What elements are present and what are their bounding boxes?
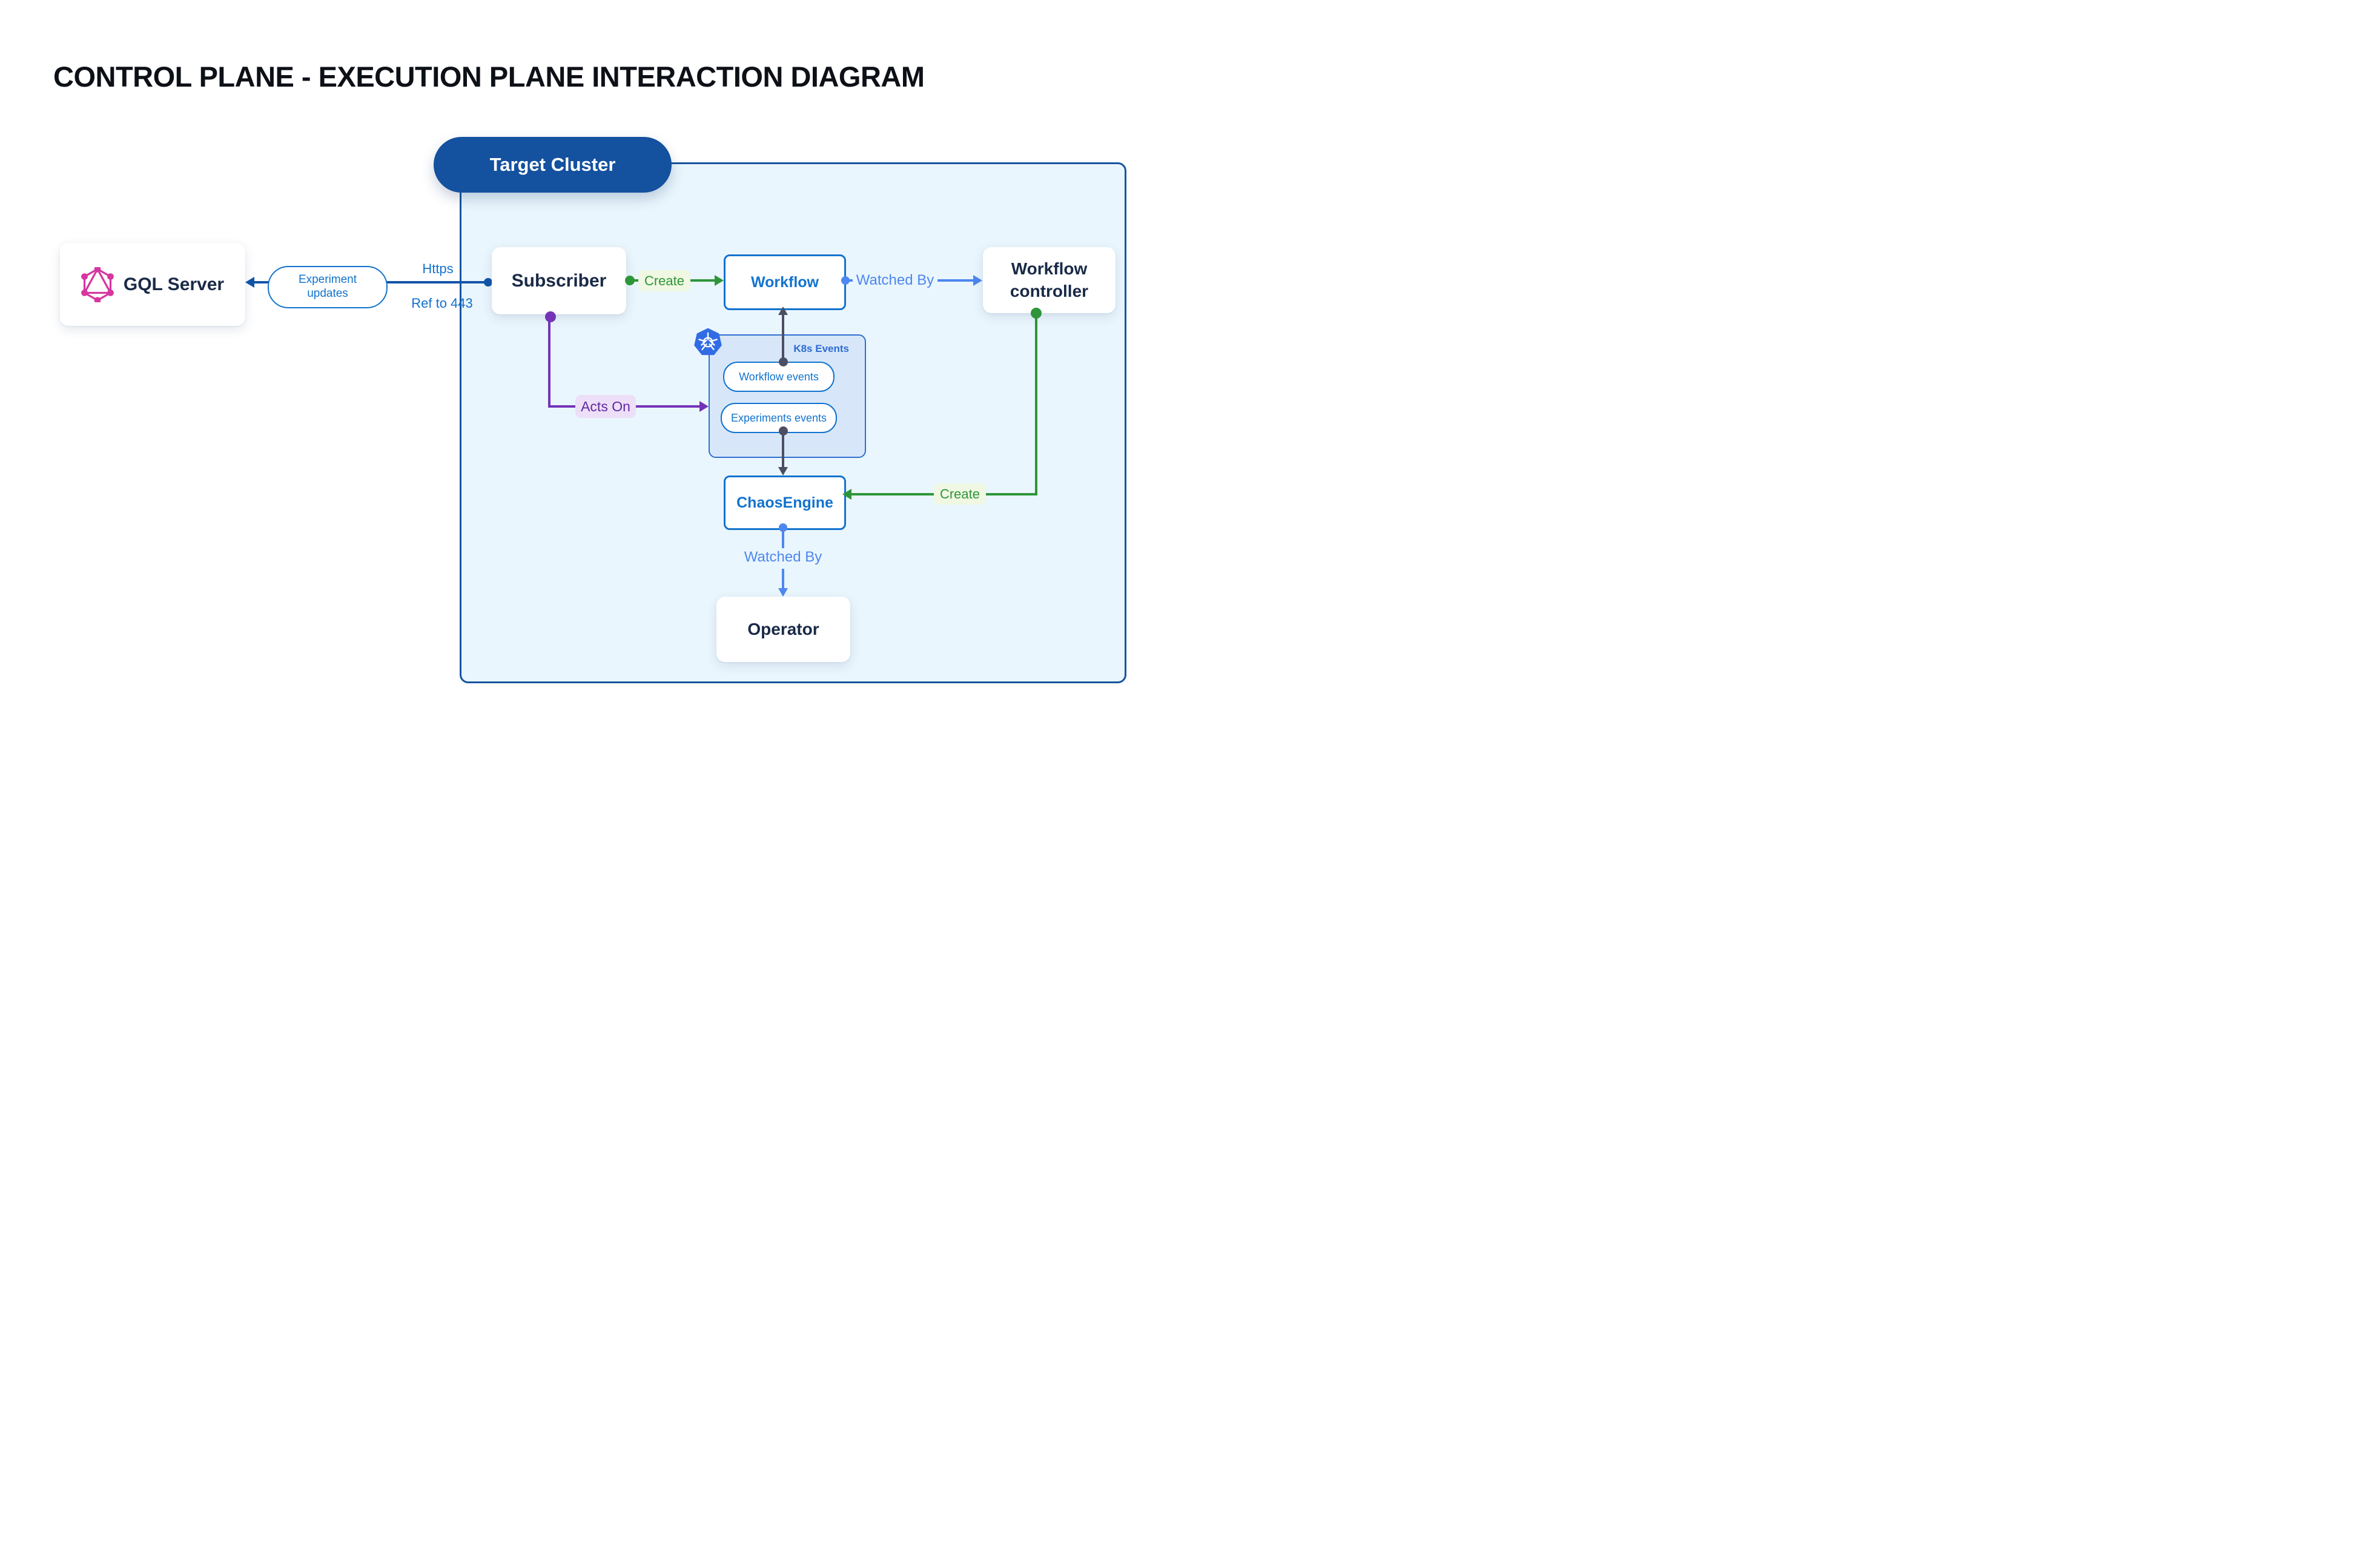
create-chaosengine-text: Create [939,486,980,502]
workflow-events-pill: Workflow events [723,362,835,392]
https-label: Https [422,261,454,276]
edge-experiments-chaos-line [782,431,784,467]
target-cluster-label: Target Cluster [434,137,672,193]
arrowhead-to-chaosengine-right [842,489,851,500]
edge-watched-by-operator-line2 [782,569,784,588]
diagram-canvas: CONTROL PLANE - EXECUTION PLANE INTERACT… [0,0,1190,772]
arrowhead-to-workflow-controller [973,275,982,286]
operator-label: Operator [747,620,819,638]
edge-workflow-events-line [782,314,784,362]
graphql-icon [81,267,114,302]
subscriber-label: Subscriber [511,270,607,291]
arrowhead-to-operator [778,588,788,597]
arrowhead-to-workflow-bottom [778,306,788,315]
edge-dot-workflow-events [779,357,788,366]
edge-start-dot-create-chaosengine [1031,308,1042,319]
kubernetes-icon [694,328,722,356]
gql-server-label: GQL Server [123,274,225,294]
workflow-events-label: Workflow events [739,370,819,383]
edge-watched-by-operator-line1 [782,528,784,548]
gql-server-node: GQL Server [60,243,245,326]
edge-start-dot-acts-on [545,311,556,322]
edge-acts-on-vline [548,317,550,406]
watched-by-workflow-label: Watched By [853,272,937,289]
arrowhead-to-gql-server [245,277,254,288]
k8s-events-group: K8s Events [709,334,866,458]
workflow-node: Workflow [724,254,846,310]
edge-start-dot-watched-by-operator [779,523,787,532]
chaos-engine-label: ChaosEngine [736,494,833,511]
create-chaosengine-label: Create [934,483,986,505]
edge-create-chaosengine-vline [1035,313,1037,495]
diagram-title: CONTROL PLANE - EXECUTION PLANE INTERACT… [53,61,925,93]
create-workflow-label: Create [638,270,690,291]
experiment-updates-text: Experiment updates [298,273,357,300]
experiment-updates-label: Experiment updates [268,266,388,308]
watched-by-operator-label: Watched By [733,549,833,566]
acts-on-text: Acts On [581,398,630,414]
edge-endpoint-dot-subscriber [484,278,492,287]
edge-start-dot-watched-by-workflow [841,276,850,285]
target-cluster-text: Target Cluster [489,154,616,175]
k8s-events-title: K8s Events [793,343,849,354]
operator-node: Operator [716,597,850,662]
workflow-controller-node: Workflow controller [983,247,1116,313]
workflow-label: Workflow [750,273,819,291]
create-workflow-text: Create [644,273,685,288]
edge-dot-experiments-events [779,426,788,436]
arrowhead-to-workflow [715,275,724,286]
subscriber-node: Subscriber [492,247,626,314]
workflow-controller-label: Workflow controller [1010,259,1089,300]
ref-to-443-label: Ref to 443 [411,296,473,311]
chaos-engine-node: ChaosEngine [724,475,846,530]
arrowhead-to-chaosengine-top [778,467,788,475]
edge-start-dot-create-workflow [625,276,635,285]
experiments-events-label: Experiments events [730,411,827,424]
arrowhead-to-k8s-events [699,401,709,412]
acts-on-label: Acts On [575,395,636,418]
